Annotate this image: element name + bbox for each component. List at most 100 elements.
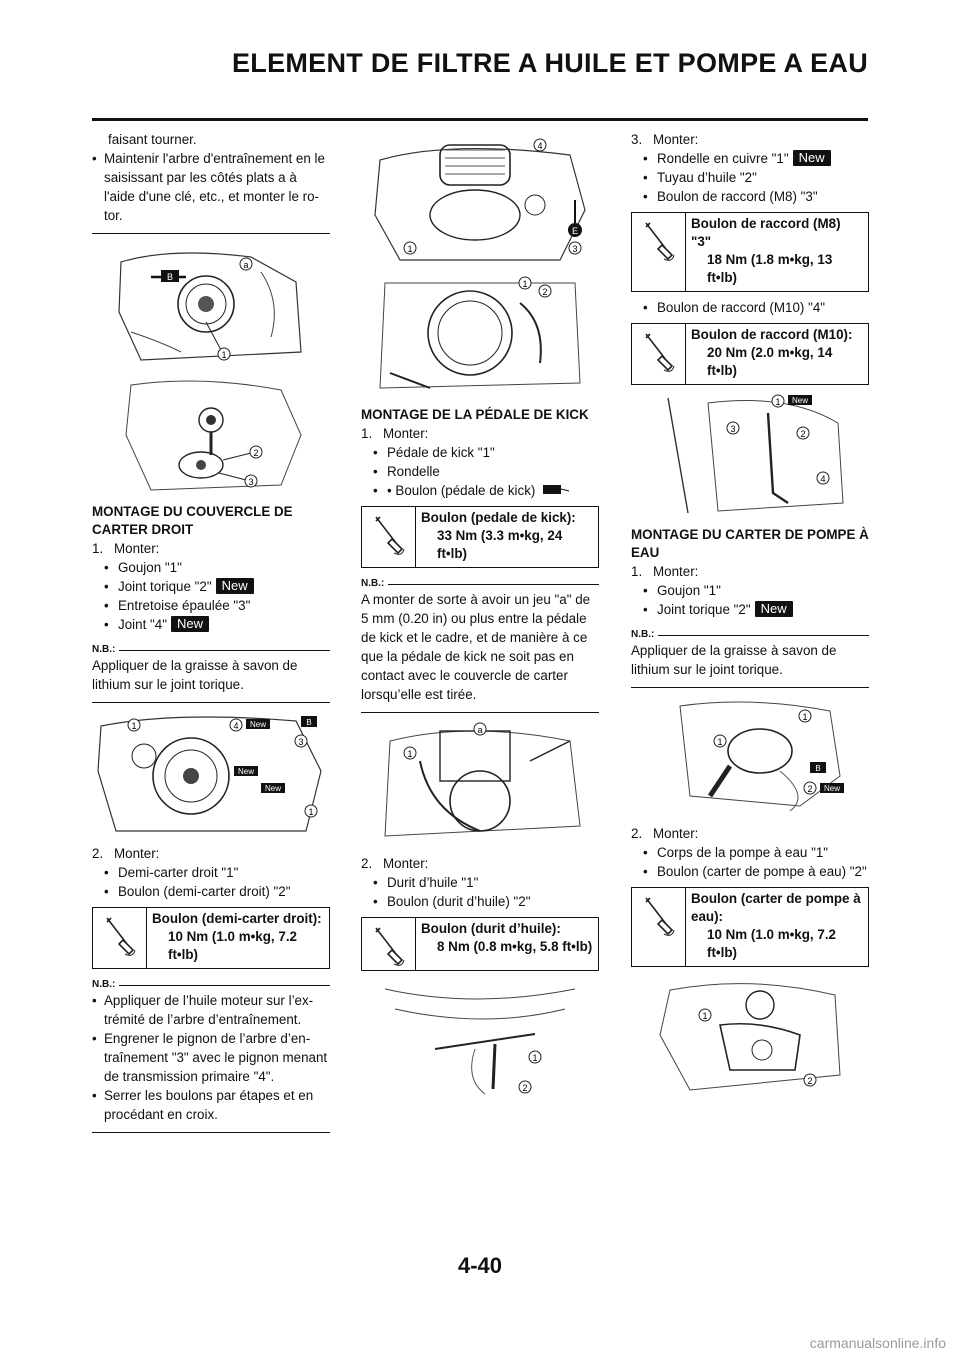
callout-2: 2 xyxy=(807,784,812,794)
list-item: Boulon (demi-carter droit) "2" xyxy=(92,882,330,901)
list-item: Joint "4"New xyxy=(92,615,330,634)
callout-1: 1 xyxy=(407,244,412,254)
note-block: N.B.: A monter de sorte à avoir un jeu "… xyxy=(361,578,599,704)
note-item-text: Engrener le pignon de l’arbre d’en-traîn… xyxy=(104,1031,328,1084)
torque-title: Boulon (durit d’huile): xyxy=(421,921,561,936)
note-header: N.B.: xyxy=(631,629,869,641)
section-divider xyxy=(361,712,599,713)
pump-housing-illustration: 4 1 3 E xyxy=(374,138,586,261)
torque-spec-box: Boulon (carter de pompe à eau): 10 Nm (1… xyxy=(631,887,869,967)
torque-wrench-icon xyxy=(362,918,416,970)
torque-spec-box: Boulon (pedale de kick): 33 Nm (3.3 m•kg… xyxy=(361,506,599,568)
torque-wrench-icon xyxy=(632,324,686,384)
page-title: ELEMENT DE FILTRE A HUILE ET POMPE A EAU xyxy=(231,48,868,78)
callout-3: 3 xyxy=(730,424,735,434)
torque-spec-box: Boulon de raccord (M10): 20 Nm (2.0 m•kg… xyxy=(631,323,869,385)
list-item-text: Durit d’huile "1" xyxy=(387,875,479,890)
list-item-text: Boulon (demi-carter droit) "2" xyxy=(118,884,291,899)
section-title-cover: MONTAGE DU COUVERCLE DE CARTER DROIT xyxy=(92,504,293,537)
column-2: 4 1 3 E 1 2 MONTAGE DE LA PÉDALE DE KICK… xyxy=(361,130,599,1107)
figure-oil-hose: 1 a xyxy=(370,721,590,846)
list-item: Entretoise épaulée "3" xyxy=(92,596,330,615)
step-label: Monter: xyxy=(383,856,429,871)
callout-a: a xyxy=(477,725,482,735)
new-badge: New xyxy=(824,784,840,793)
torque-wrench-icon xyxy=(632,213,686,291)
callout-4: 4 xyxy=(537,141,542,151)
list-item-text: Joint torique "2" xyxy=(118,579,212,594)
note-header: N.B.: xyxy=(92,644,330,656)
note-item-text: Appliquer de l’huile moteur sur l’ex-tré… xyxy=(104,993,314,1027)
list-item-text: Entretoise épaulée "3" xyxy=(118,598,251,613)
step-1: 1.Monter: xyxy=(92,539,330,558)
figure-crankcase-cover: 1 4 New B 3 New New 1 xyxy=(96,711,326,836)
list-item: Pédale de kick "1" xyxy=(361,443,599,462)
step-number: 1. xyxy=(92,541,104,556)
torque-value: 18 Nm (1.8 m•kg, 13 ft•lb) xyxy=(707,252,833,285)
callout-a: a xyxy=(243,260,248,270)
column-3: 3.Monter: Rondelle en cuivre "1"New Tuya… xyxy=(631,130,869,1103)
step-label: Monter: xyxy=(383,426,429,441)
list-item: Durit d’huile "1" xyxy=(361,873,599,892)
water-pump-housing-illustration: 1 1 B 2 New xyxy=(679,701,844,812)
step-2: 2.Monter: xyxy=(631,824,869,843)
section-title-water-pump: MONTAGE DU CARTER DE POMPE À EAU xyxy=(631,527,869,560)
intro-bullet: Maintenir l'arbre d'entraînement en le s… xyxy=(92,149,330,225)
note-block: N.B.: Appliquer de la graisse à savon de… xyxy=(92,644,330,694)
section-divider xyxy=(92,233,330,234)
figure-oil-hose-bolt: 1 2 xyxy=(375,979,585,1099)
callout-2: 2 xyxy=(253,448,258,458)
figure-oil-pipe: 1 New 3 2 4 xyxy=(648,393,853,518)
intro-bullet-text: Maintenir l'arbre d'entraînement en le s… xyxy=(104,151,325,223)
intro-line: faisant tourner. xyxy=(108,132,197,147)
callout-2: 2 xyxy=(542,287,547,297)
torque-spec-text: Boulon (durit d’huile): 8 Nm (0.8 m•kg, … xyxy=(416,918,598,970)
torque-value: 10 Nm (1.0 m•kg, 7.2 ft•lb) xyxy=(168,929,297,962)
callout-1: 1 xyxy=(717,737,722,747)
callout-1: 1 xyxy=(407,749,412,759)
callout-4: 4 xyxy=(820,474,825,484)
water-pump-bolts-illustration: 1 2 xyxy=(659,983,841,1091)
list-item-text: Rondelle en cuivre "1" xyxy=(657,151,789,166)
callout-4: 4 xyxy=(233,721,238,731)
torque-wrench-icon xyxy=(93,908,147,968)
new-badge: New xyxy=(791,396,807,405)
torque-title: Boulon de raccord (M10): xyxy=(691,327,853,342)
step-number: 3. xyxy=(631,132,643,147)
section-title-kick: MONTAGE DE LA PÉDALE DE KICK xyxy=(361,407,589,422)
step-number: 2. xyxy=(92,846,104,861)
oil-hose-illustration: 1 a xyxy=(384,722,581,837)
engine-side-illustration: 1 2 xyxy=(379,276,581,389)
step-label: Monter: xyxy=(653,826,699,841)
list-item: Joint torique "2"New xyxy=(92,577,330,596)
step-1: 1.Monter: xyxy=(631,562,869,581)
list-item: Boulon (durit d’huile) "2" xyxy=(361,892,599,911)
list-item-text: Joint torique "2" xyxy=(657,602,751,617)
list-item: Rondelle en cuivre "1"New xyxy=(631,149,869,168)
callout-b: B xyxy=(815,764,820,773)
torque-spec-text: Boulon de raccord (M8) "3" 18 Nm (1.8 m•… xyxy=(686,213,868,291)
note-item: Engrener le pignon de l’arbre d’en-traîn… xyxy=(92,1029,330,1086)
callout-1: 1 xyxy=(522,279,527,289)
step-label: Monter: xyxy=(114,846,160,861)
list-item-text: Demi-carter droit "1" xyxy=(118,865,239,880)
torque-title: Boulon (pedale de kick): xyxy=(421,510,576,525)
list-item: Goujon "1" xyxy=(92,558,330,577)
callout-1: 1 xyxy=(308,807,313,817)
new-badge: New xyxy=(215,578,254,594)
callout-b: B xyxy=(167,272,173,282)
callout-2: 2 xyxy=(522,1083,527,1093)
new-badge: New xyxy=(754,601,793,617)
figure-pump-housing: 4 1 3 E xyxy=(370,130,590,265)
list-item: Joint torique "2"New xyxy=(631,600,869,619)
thread-locker-icon xyxy=(543,485,570,494)
crankcase-cover-illustration: 1 4 New B 3 New New 1 xyxy=(97,716,322,832)
list-item-text: Boulon (carter de pompe à eau) "2" xyxy=(657,864,867,879)
note-text: A monter de sorte à avoir un jeu "a" de … xyxy=(361,592,591,702)
section-divider xyxy=(92,702,330,703)
list-item: Rondelle xyxy=(361,462,599,481)
note-item-text: Serrer les boulons par étapes et en proc… xyxy=(104,1088,314,1122)
callout-3: 3 xyxy=(572,244,577,254)
callout-1: 1 xyxy=(802,712,807,722)
torque-value: 10 Nm (1.0 m•kg, 7.2 ft•lb) xyxy=(707,927,836,960)
